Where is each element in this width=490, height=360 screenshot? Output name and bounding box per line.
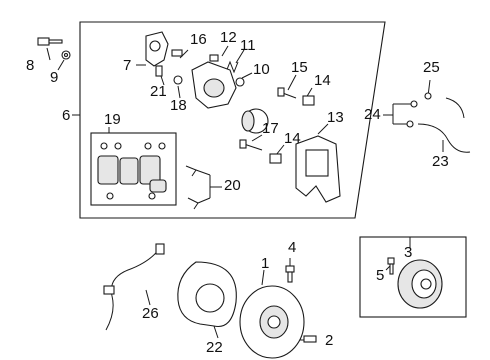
callout-23: 23 [432, 153, 449, 170]
callout-16: 16 [190, 31, 207, 48]
callout-14-upper: 14 [314, 72, 331, 89]
callout-6: 6 [62, 107, 71, 124]
callout-26: 26 [142, 305, 159, 322]
clip-set-20 [185, 165, 199, 210]
spring-11 [225, 60, 239, 74]
callout-18: 18 [170, 97, 187, 114]
callout-22: 22 [206, 339, 223, 356]
callout-2: 2 [325, 332, 334, 349]
callout-7: 7 [123, 57, 132, 74]
callout-15: 15 [291, 59, 308, 76]
callout-21: 21 [150, 83, 167, 100]
callout-13: 13 [327, 109, 344, 126]
cap-12 [209, 54, 219, 62]
brake-pad-set [97, 142, 167, 200]
bleeder-18 [173, 75, 183, 85]
bolt-15 [277, 87, 297, 99]
caliper-assembly-frame [79, 21, 386, 219]
pin-21 [155, 65, 163, 77]
screw-2 [303, 335, 317, 343]
hub-bearing [397, 259, 443, 309]
bolt-5 [387, 257, 395, 275]
bushing-14-lower [269, 153, 282, 164]
piston [241, 108, 269, 134]
callout-11: 11 [240, 37, 256, 54]
boot-10 [235, 77, 245, 87]
carrier-bracket-13 [295, 135, 341, 203]
callout-9: 9 [50, 69, 59, 86]
abs-sensor-26 [103, 243, 165, 331]
callout-25: 25 [423, 59, 440, 76]
callout-20: 20 [224, 177, 241, 194]
caliper-body-7 [145, 31, 169, 67]
guide-pin-16 [171, 49, 183, 57]
bolt-4 [285, 265, 295, 283]
callout-24: 24 [364, 106, 381, 123]
callout-19: 19 [104, 111, 121, 128]
washer-9 [61, 50, 71, 60]
callout-3: 3 [404, 244, 413, 261]
brake-hose [406, 92, 471, 153]
callout-8: 8 [26, 57, 35, 74]
callout-4: 4 [288, 239, 297, 256]
callout-17: 17 [262, 120, 279, 137]
bolt-17 [239, 139, 263, 151]
pad-kit-box [90, 132, 177, 206]
bushing-14-upper [302, 95, 315, 106]
callout-5: 5 [376, 267, 385, 284]
caliper-housing [191, 61, 237, 109]
callout-12: 12 [220, 29, 237, 46]
callout-1: 1 [261, 255, 270, 272]
callout-14-lower: 14 [284, 130, 301, 147]
leader-lines [46, 45, 444, 341]
bolt-8 [37, 37, 63, 46]
callout-10: 10 [253, 61, 270, 78]
hub-assembly-box [359, 236, 467, 318]
rotor-1 [239, 285, 305, 359]
dust-shield-22 [177, 261, 237, 328]
